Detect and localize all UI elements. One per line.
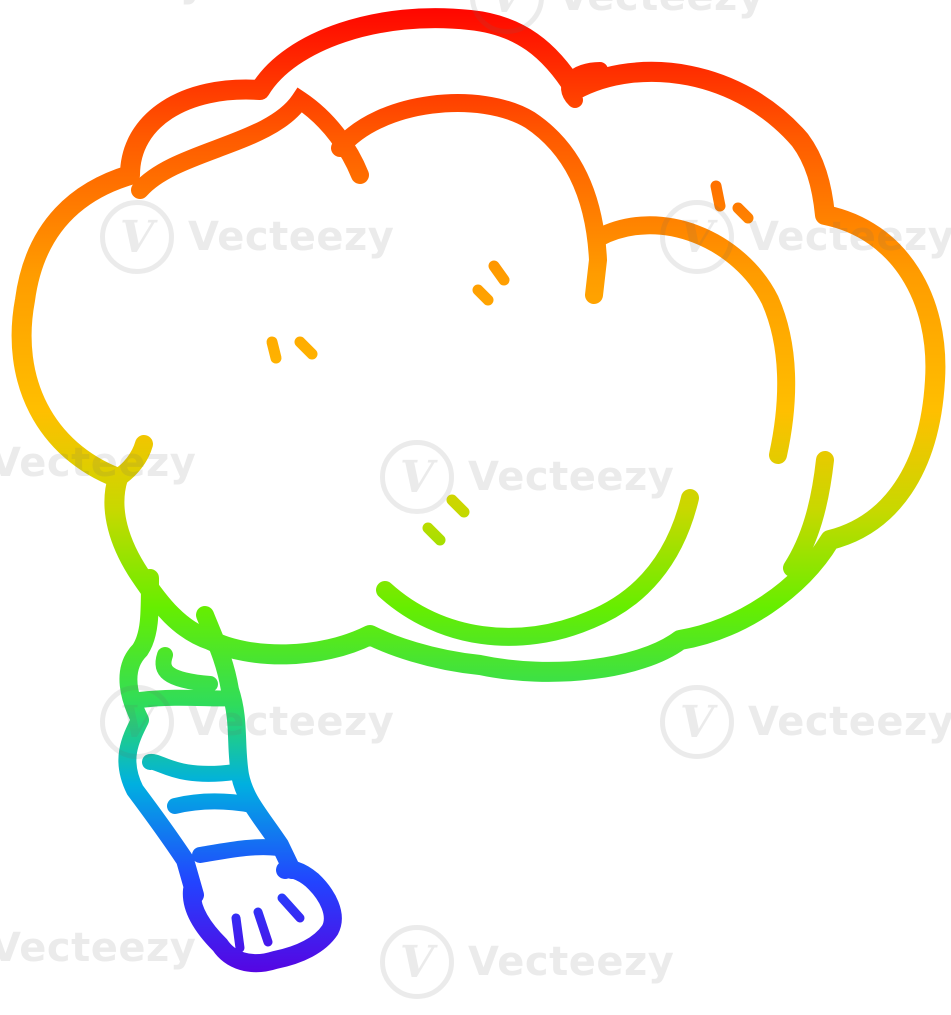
nerve-ending-strands (231, 893, 305, 953)
brain-fold-left-lower (109, 435, 153, 487)
brain-illustration (11, 8, 946, 973)
brain-fold-bottom-middle (376, 489, 699, 646)
brain-fold-bottom-right (783, 451, 834, 577)
spinal-cord-right-edge (196, 606, 301, 879)
brain-fold-top-middle (331, 94, 608, 304)
spinal-cord-left-edge (118, 569, 204, 904)
spinal-segments (132, 647, 286, 863)
nerve-ending (182, 860, 342, 973)
brain-outer-outline (11, 8, 946, 682)
brain-fold-middle-right (589, 216, 796, 464)
brain-fold-right (561, 62, 608, 108)
brain-highlight-marks (266, 180, 754, 546)
